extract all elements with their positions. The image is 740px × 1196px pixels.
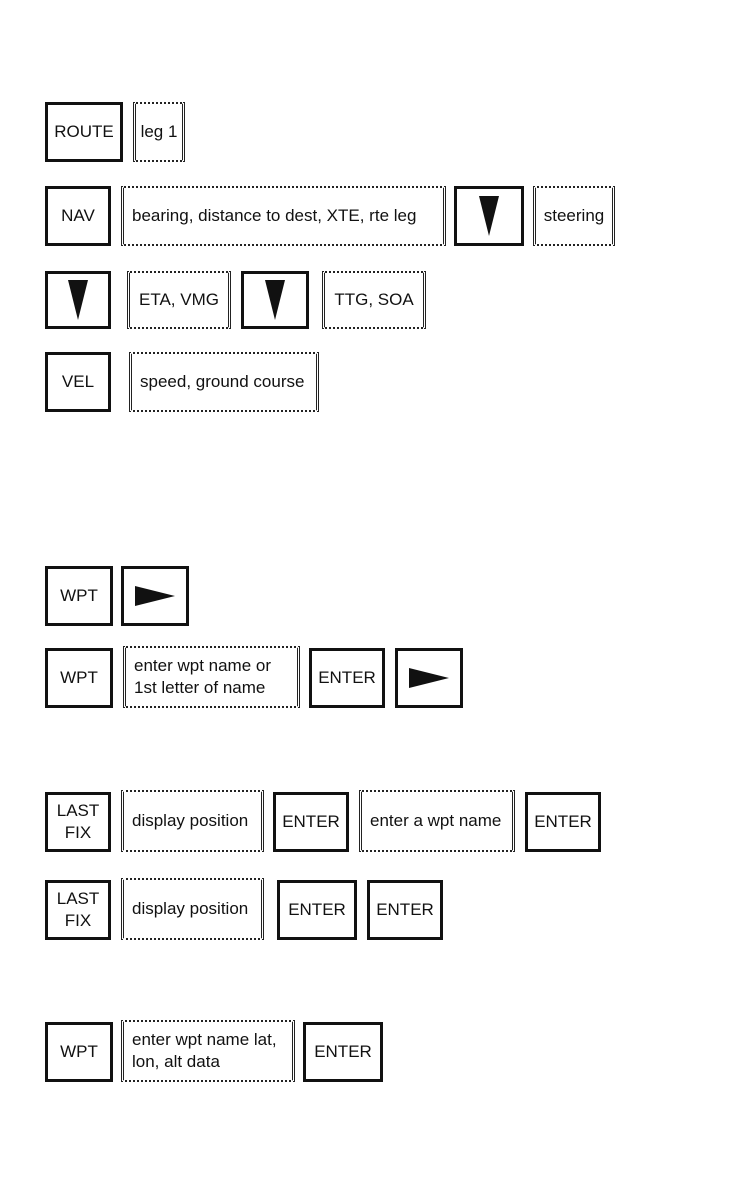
ttg-soa-display: TTG, SOA — [322, 271, 426, 329]
down-arrow-key[interactable] — [45, 271, 111, 329]
down-arrow-icon — [67, 280, 89, 320]
vel-key[interactable]: VEL — [45, 352, 111, 412]
right-arrow-key[interactable] — [121, 566, 189, 626]
enter-a-wpt-name-display: enter a wpt name — [359, 790, 515, 852]
down-arrow-icon — [264, 280, 286, 320]
enter-key[interactable]: ENTER — [525, 792, 601, 852]
enter-key[interactable]: ENTER — [273, 792, 349, 852]
enter-wpt-data-display: enter wpt name lat, lon, alt data — [121, 1020, 295, 1082]
nav-key[interactable]: NAV — [45, 186, 111, 246]
wpt-key[interactable]: WPT — [45, 1022, 113, 1082]
wpt-key[interactable]: WPT — [45, 648, 113, 708]
speed-course-display: speed, ground course — [129, 352, 319, 412]
down-arrow-key[interactable] — [454, 186, 524, 246]
right-arrow-icon — [409, 668, 449, 688]
down-arrow-icon — [478, 196, 500, 236]
display-position-display: display position — [121, 790, 264, 852]
leg-display: leg 1 — [133, 102, 185, 162]
eta-vmg-display: ETA, VMG — [127, 271, 231, 329]
enter-key[interactable]: ENTER — [277, 880, 357, 940]
route-key[interactable]: ROUTE — [45, 102, 123, 162]
last-fix-key[interactable]: LAST FIX — [45, 792, 111, 852]
down-arrow-key[interactable] — [241, 271, 309, 329]
enter-wpt-name-display: enter wpt name or 1st letter of name — [123, 646, 300, 708]
nav-info-display: bearing, distance to dest, XTE, rte leg — [121, 186, 446, 246]
right-arrow-key[interactable] — [395, 648, 463, 708]
display-position-display: display position — [121, 878, 264, 940]
last-fix-key[interactable]: LAST FIX — [45, 880, 111, 940]
enter-key[interactable]: ENTER — [303, 1022, 383, 1082]
enter-key[interactable]: ENTER — [309, 648, 385, 708]
enter-key[interactable]: ENTER — [367, 880, 443, 940]
right-arrow-icon — [135, 586, 175, 606]
wpt-key[interactable]: WPT — [45, 566, 113, 626]
steering-display: steering — [533, 186, 615, 246]
